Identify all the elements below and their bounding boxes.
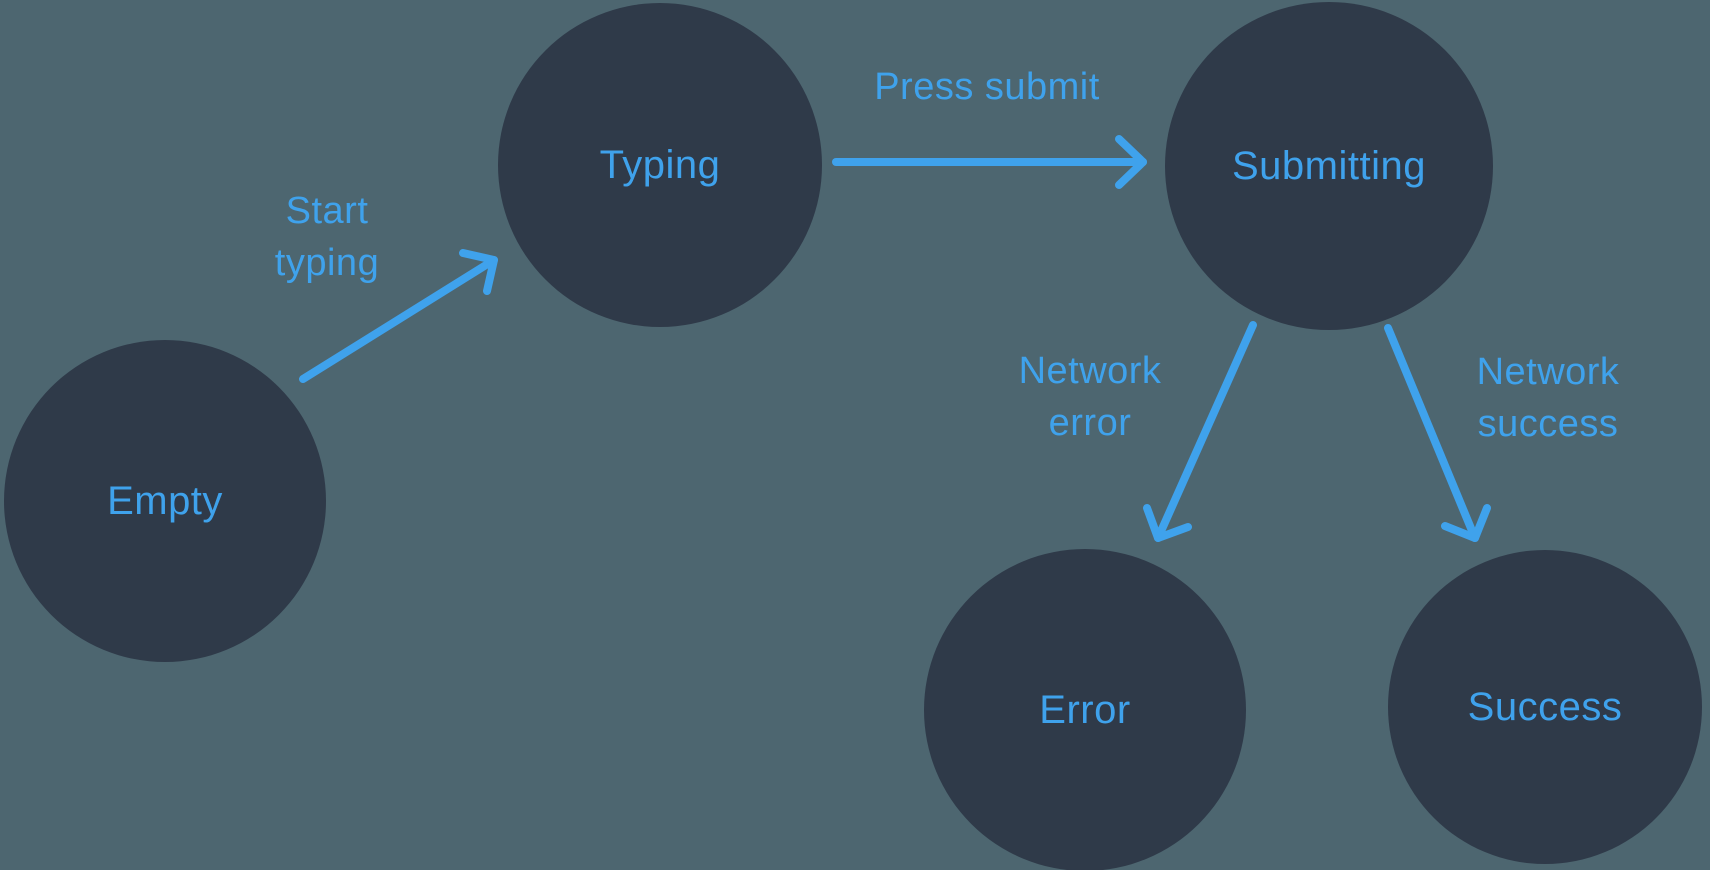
state-typing: Typing [498, 3, 822, 327]
arrow-network-success [1384, 324, 1491, 542]
state-success-label: Success [1467, 684, 1623, 729]
state-empty-label: Empty [107, 478, 223, 523]
state-submitting-label: Submitting [1232, 143, 1426, 188]
state-error: Error [924, 549, 1246, 870]
arrow-head-icon [1143, 504, 1192, 542]
arrow-network-error [1143, 321, 1257, 542]
state-typing-label: Typing [599, 142, 721, 187]
state-error-label: Error [1039, 687, 1131, 732]
arrow-shaft [1384, 324, 1479, 542]
arrow-shaft [299, 256, 498, 383]
arrow-shaft [1154, 321, 1257, 542]
transition-label-press-submit: Press submit [874, 66, 1100, 108]
arrow-head-icon [1115, 135, 1147, 189]
arrow-head-icon [1441, 504, 1491, 542]
transition-label-network-error: Network error [1018, 350, 1162, 444]
state-submitting: Submitting [1165, 2, 1493, 330]
arrow-head-icon [459, 249, 498, 295]
transition-label-network-success: Network success [1476, 351, 1620, 445]
state-success: Success [1388, 550, 1702, 864]
transition-label-start-typing: Start typing [274, 190, 380, 284]
state-empty: Empty [4, 340, 326, 662]
arrow-press-submit [832, 135, 1147, 189]
arrow-start-typing [299, 249, 498, 383]
